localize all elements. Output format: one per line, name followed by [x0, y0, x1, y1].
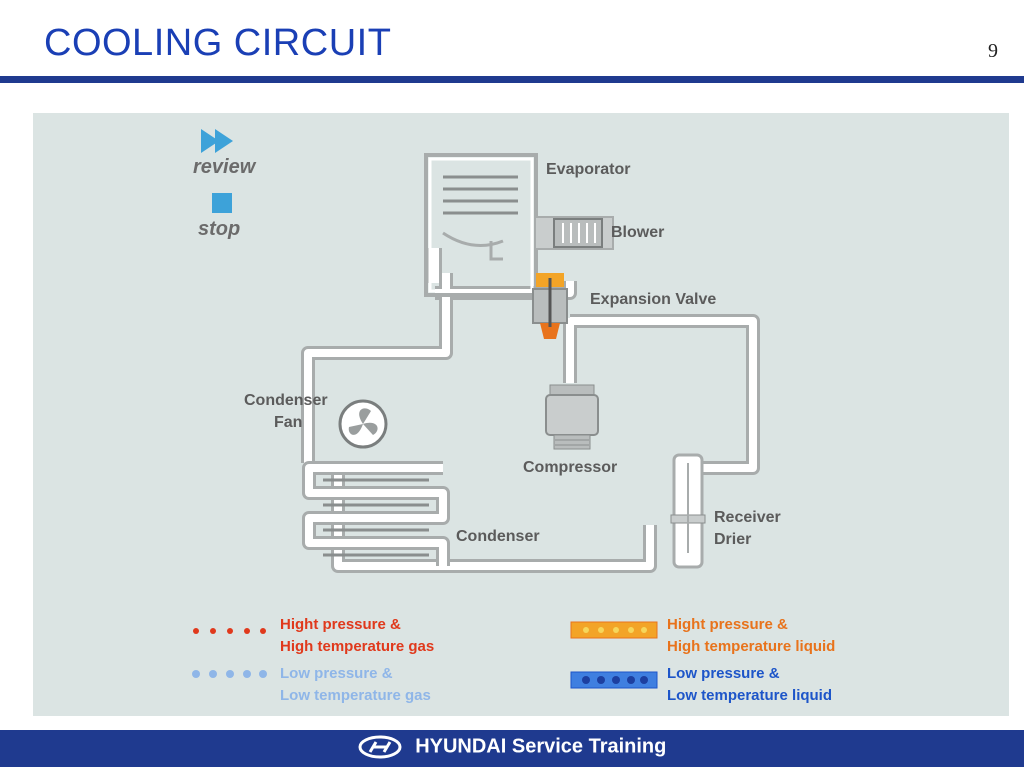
diagram-panel: review stop — [33, 113, 1009, 716]
legend-item-low-gas: Low pressure & Low temperature gas — [192, 665, 431, 704]
footer-brand-text: HYUNDAI Service Training — [415, 735, 667, 758]
slide-title: COOLING CIRCUIT — [44, 22, 392, 64]
condenser-label: Condenser — [456, 528, 540, 545]
legend-line2: Low temperature gas — [280, 687, 431, 704]
legend-line2: High temperature gas — [280, 638, 434, 655]
receiver-drier — [670, 453, 706, 569]
review-icon — [201, 129, 219, 153]
legend-item-high-gas: Hight pressure & High temperature gas — [193, 616, 434, 655]
stop-button[interactable]: stop — [198, 193, 240, 240]
legend-swatch — [570, 671, 658, 689]
legend-swatch — [570, 621, 658, 639]
legend-line1: Low pressure & — [667, 665, 780, 682]
title-divider — [0, 76, 1024, 83]
stop-label: stop — [198, 218, 240, 240]
legend-item-high-liquid: Hight pressure & High temperature liquid — [570, 616, 835, 655]
compressor — [545, 384, 599, 450]
stop-icon — [212, 193, 232, 213]
condenser-fan-label-line1: Condenser — [244, 392, 328, 409]
footer-brand: HYUNDAI Service Training — [0, 735, 1024, 759]
legend-swatch — [193, 628, 266, 634]
cooling-circuit-diagram: review stop — [192, 129, 835, 704]
condenser-fan — [338, 399, 388, 449]
legend-line1: Hight pressure & — [280, 616, 401, 633]
legend-line1: Hight pressure & — [667, 616, 788, 633]
blower-label: Blower — [611, 224, 664, 241]
receiver-drier-label-line1: Receiver — [714, 509, 781, 526]
receiver-drier-label-line2: Drier — [714, 531, 751, 548]
legend-line2: High temperature liquid — [667, 638, 835, 655]
page-number: 9 — [988, 40, 998, 62]
review-label: review — [193, 156, 257, 178]
blower — [553, 218, 603, 248]
legend-item-low-liquid: Low pressure & Low temperature liquid — [570, 665, 832, 704]
legend-line2: Low temperature liquid — [667, 687, 832, 704]
refrigerant-piping — [301, 248, 760, 573]
condenser-fan-label-line2: Fan — [274, 414, 302, 431]
evaporator-label: Evaporator — [546, 161, 630, 178]
review-button[interactable]: review — [193, 129, 257, 178]
compressor-label: Compressor — [523, 459, 617, 476]
legend-swatch — [192, 670, 267, 678]
footer-bar — [0, 730, 1024, 767]
legend: Hight pressure & High temperature gas Lo… — [192, 616, 835, 704]
condenser — [302, 461, 450, 566]
expansion-valve — [532, 273, 568, 339]
legend-line1: Low pressure & — [280, 665, 393, 682]
hyundai-logo-icon — [358, 735, 402, 759]
expansion-valve-label: Expansion Valve — [590, 291, 716, 308]
